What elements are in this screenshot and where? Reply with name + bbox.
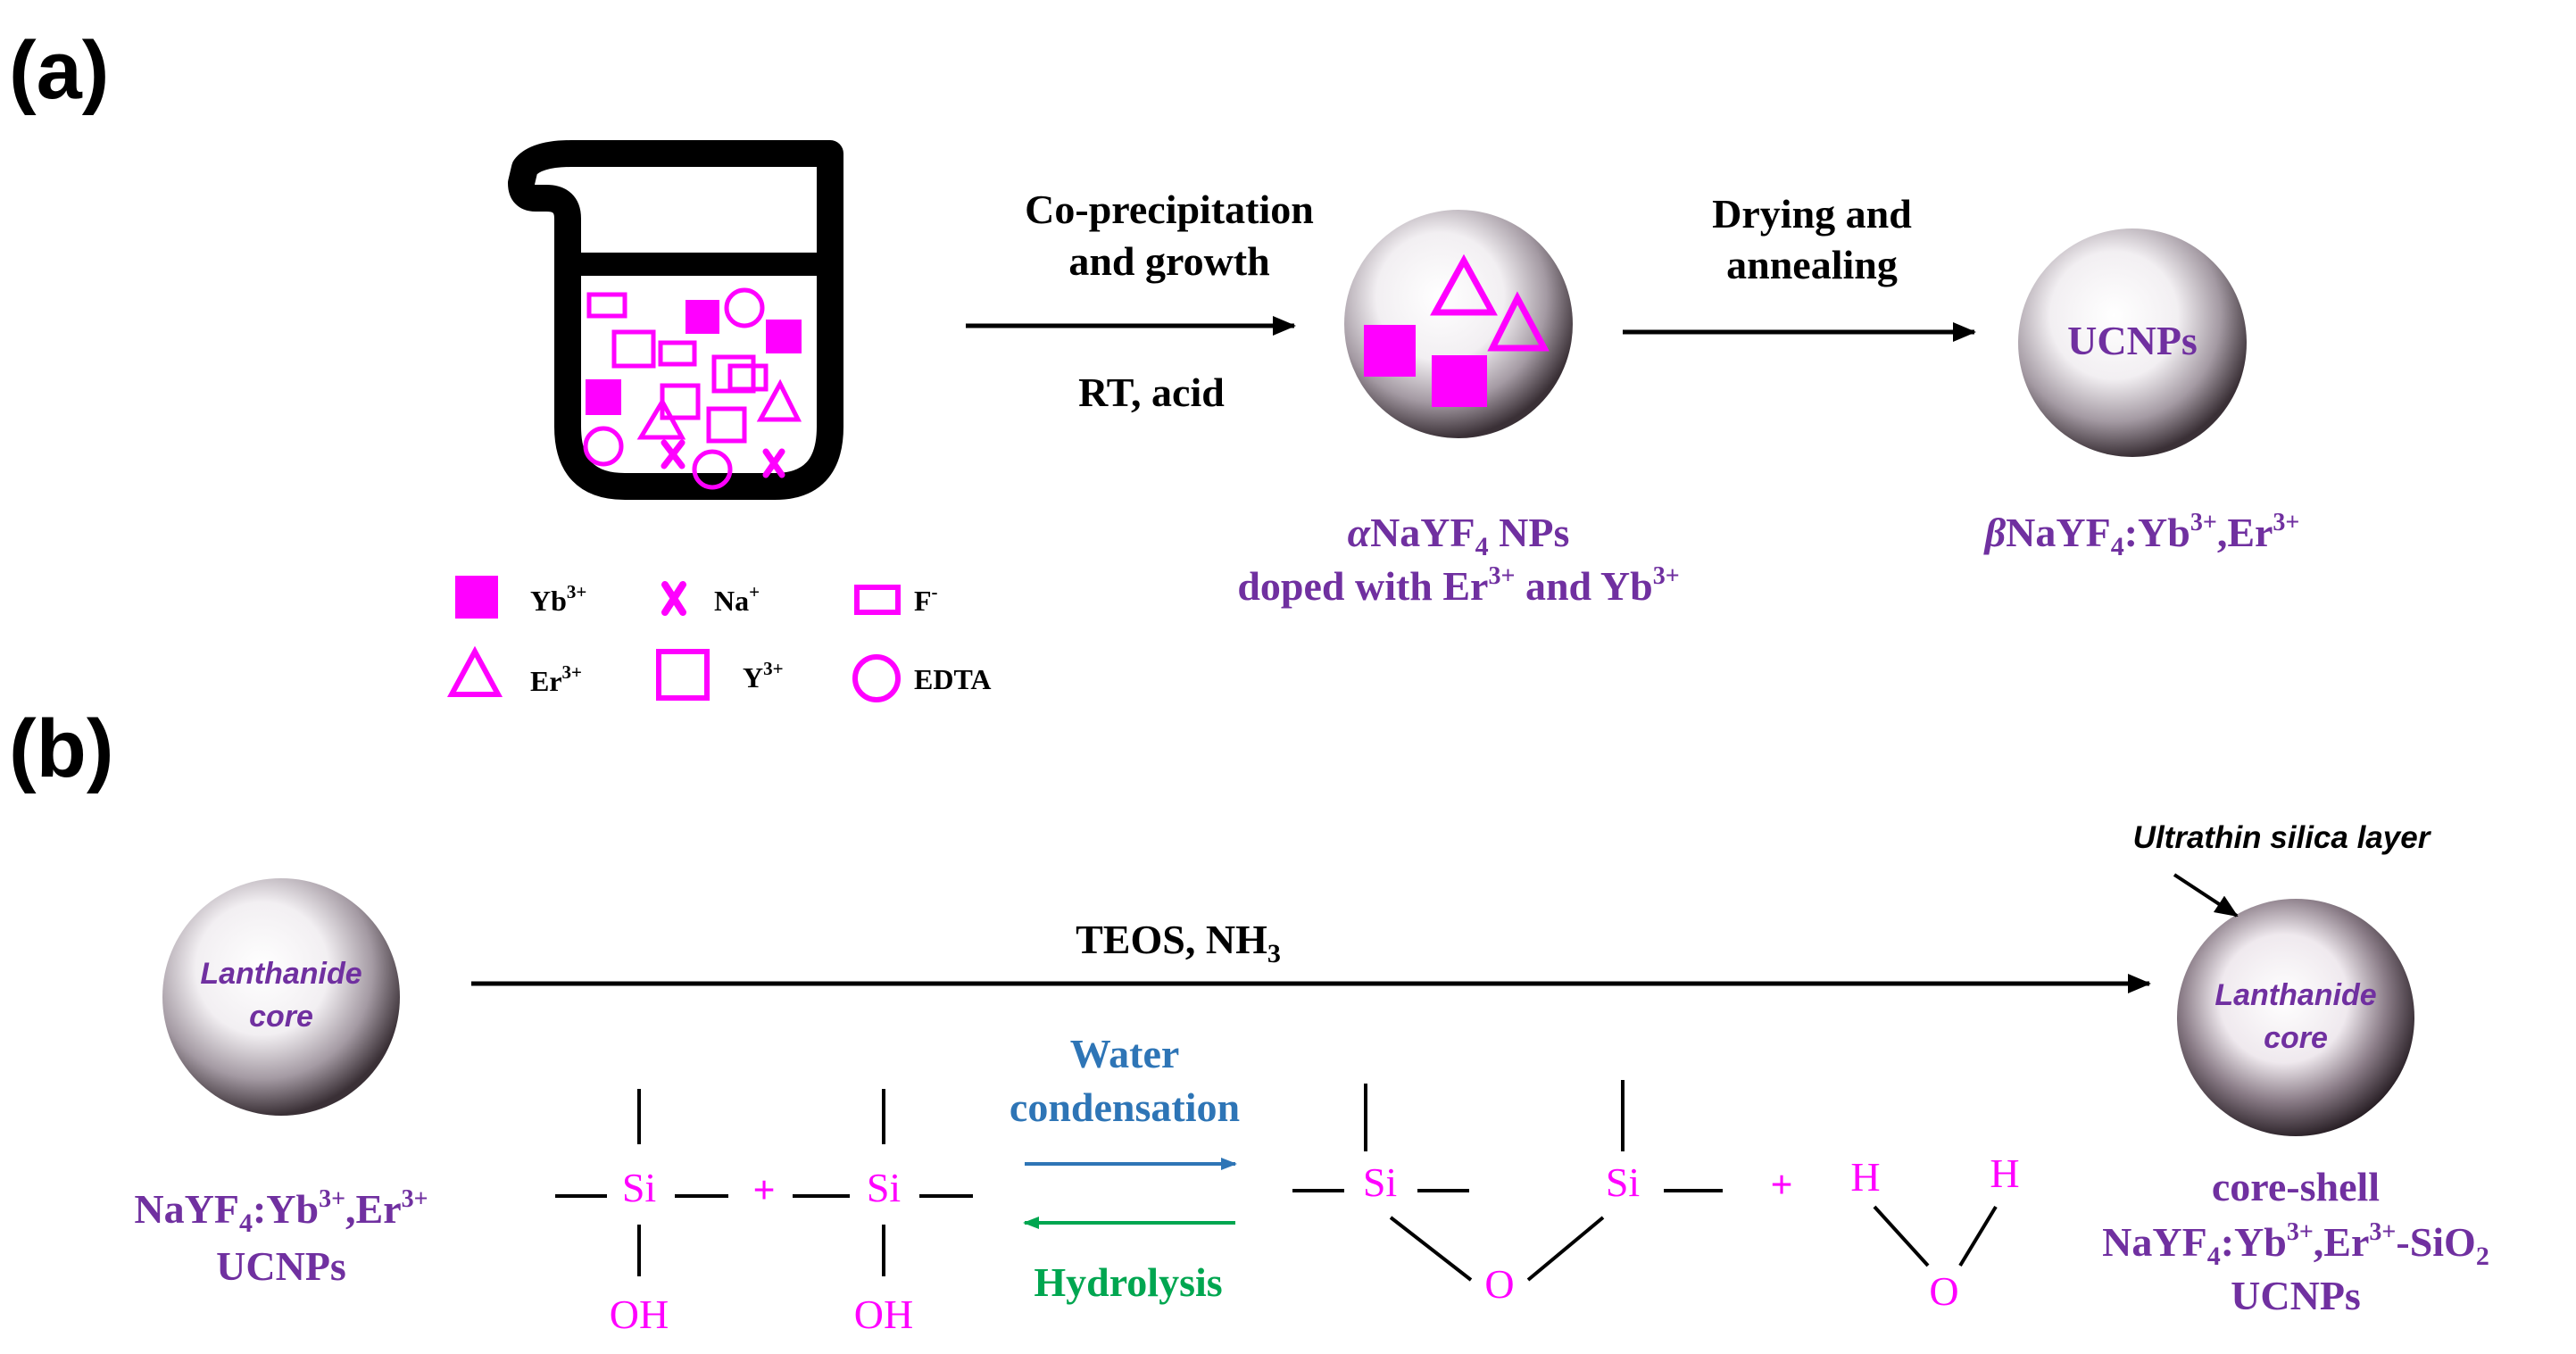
erbium-ion-icon	[756, 378, 802, 422]
legend-na: Na+	[714, 581, 760, 617]
reagent-label: TEOS, NH3	[1076, 917, 1281, 968]
bridging-oxygen: O	[1484, 1261, 1514, 1307]
erbium-ion-icon	[1430, 253, 1498, 316]
step1-label-line2: and growth	[1068, 238, 1269, 284]
yttrium-legend-icon	[656, 649, 710, 701]
forward-label-line2: condensation	[1010, 1084, 1240, 1130]
edta-icon	[583, 426, 624, 467]
lanthanide-core-sphere: Lanthanide core	[162, 878, 400, 1116]
oh-group: OH	[610, 1292, 669, 1337]
ytterbium-ion-icon	[586, 379, 621, 415]
oh-group: OH	[854, 1292, 913, 1337]
oxygen-atom: O	[1929, 1268, 1958, 1314]
edta-icon	[724, 287, 765, 328]
right-caption-line1: core-shell	[2212, 1164, 2380, 1209]
step1-condition: RT, acid	[1078, 370, 1225, 415]
core-shell-sphere: Lanthanide core	[2177, 899, 2414, 1136]
erbium-ion-icon	[1487, 291, 1550, 352]
sodium-ion-icon	[661, 439, 686, 469]
left-caption-line2: UCNPs	[216, 1243, 346, 1289]
plus-sign: +	[752, 1168, 775, 1212]
silica-layer-pointer	[2173, 873, 2239, 918]
legend-y: Y3+	[743, 658, 784, 694]
ytterbium-legend-icon	[455, 576, 498, 619]
alpha-nanoparticle	[1344, 210, 1573, 438]
hydrogen-atom: H	[1850, 1154, 1880, 1200]
edta-legend-icon	[852, 654, 901, 702]
siloxane-product: Si O Si	[1292, 1080, 1723, 1307]
sodium-legend-icon	[661, 581, 686, 616]
beaker-icon	[508, 140, 843, 500]
silica-layer-label: Ultrathin silica layer	[2133, 820, 2432, 855]
fluoride-ion-icon	[727, 363, 769, 392]
legend-edta: EDTA	[914, 663, 992, 695]
step1-label-line1: Co-precipitation	[1025, 187, 1314, 232]
panel-label-b: (b)	[9, 703, 113, 794]
left-caption-line1: NaYF4:Yb3+,Er3+	[134, 1185, 428, 1238]
legend: Yb3+ Na+ F- Er3+ Y3+ EDTA	[446, 576, 992, 702]
core-label-line1: Lanthanide	[200, 957, 361, 991]
ucnp-sphere-label: UCNPs	[2067, 318, 2198, 363]
reverse-label: Hydrolysis	[1034, 1259, 1222, 1305]
ytterbium-ion-icon	[1364, 325, 1416, 377]
right-caption-line2: NaYF4:Yb3+,Er3+-SiO2	[2102, 1218, 2489, 1271]
beta-product-caption: βNaYF4:Yb3+,Er3+	[1983, 509, 2300, 561]
fluoride-ion-icon	[586, 292, 627, 319]
ucnp-sphere: UCNPs	[2018, 228, 2247, 457]
si-atom: Si	[1363, 1159, 1397, 1205]
beaker-contents	[583, 287, 802, 490]
edta-icon	[692, 449, 733, 490]
yttrium-ion-icon	[711, 354, 756, 394]
ytterbium-ion-icon	[766, 320, 802, 353]
yttrium-ion-icon	[660, 383, 701, 420]
plus-sign: +	[1770, 1163, 1792, 1207]
silanol-molecule-1: Si OH	[555, 1089, 728, 1337]
legend-er: Er3+	[530, 661, 582, 697]
panel-label-a: (a)	[9, 25, 109, 116]
yttrium-ion-icon	[611, 329, 656, 369]
yttrium-ion-icon	[706, 406, 747, 444]
alpha-np-caption-line1: αNaYF4 NPs	[1348, 510, 1570, 561]
fluoride-ion-icon	[658, 340, 697, 367]
alpha-np-caption-line2: doped with Er3+ and Yb3+	[1237, 562, 1679, 609]
water-molecule: H H O	[1850, 1150, 2019, 1314]
ytterbium-ion-icon	[1432, 355, 1487, 407]
legend-yb: Yb3+	[530, 581, 586, 617]
ytterbium-ion-icon	[686, 300, 719, 334]
sodium-ion-icon	[762, 448, 785, 478]
core-shell-label-line2: core	[2264, 1021, 2328, 1055]
si-atom: Si	[622, 1165, 656, 1210]
erbium-legend-icon	[446, 645, 503, 697]
si-atom: Si	[1606, 1159, 1640, 1205]
si-atom: Si	[867, 1165, 901, 1210]
core-label-line2: core	[249, 1000, 313, 1034]
hydrogen-atom: H	[1990, 1150, 2019, 1196]
right-caption-line3: UCNPs	[2231, 1273, 2361, 1318]
forward-label-line1: Water	[1070, 1031, 1180, 1076]
step2-label-line2: annealing	[1726, 242, 1898, 287]
legend-f: F-	[914, 581, 938, 617]
step2-label-line1: Drying and	[1712, 191, 1912, 237]
fluoride-legend-icon	[854, 585, 901, 615]
silanol-molecule-2: Si OH	[793, 1089, 973, 1337]
core-shell-label-line1: Lanthanide	[2215, 978, 2376, 1012]
